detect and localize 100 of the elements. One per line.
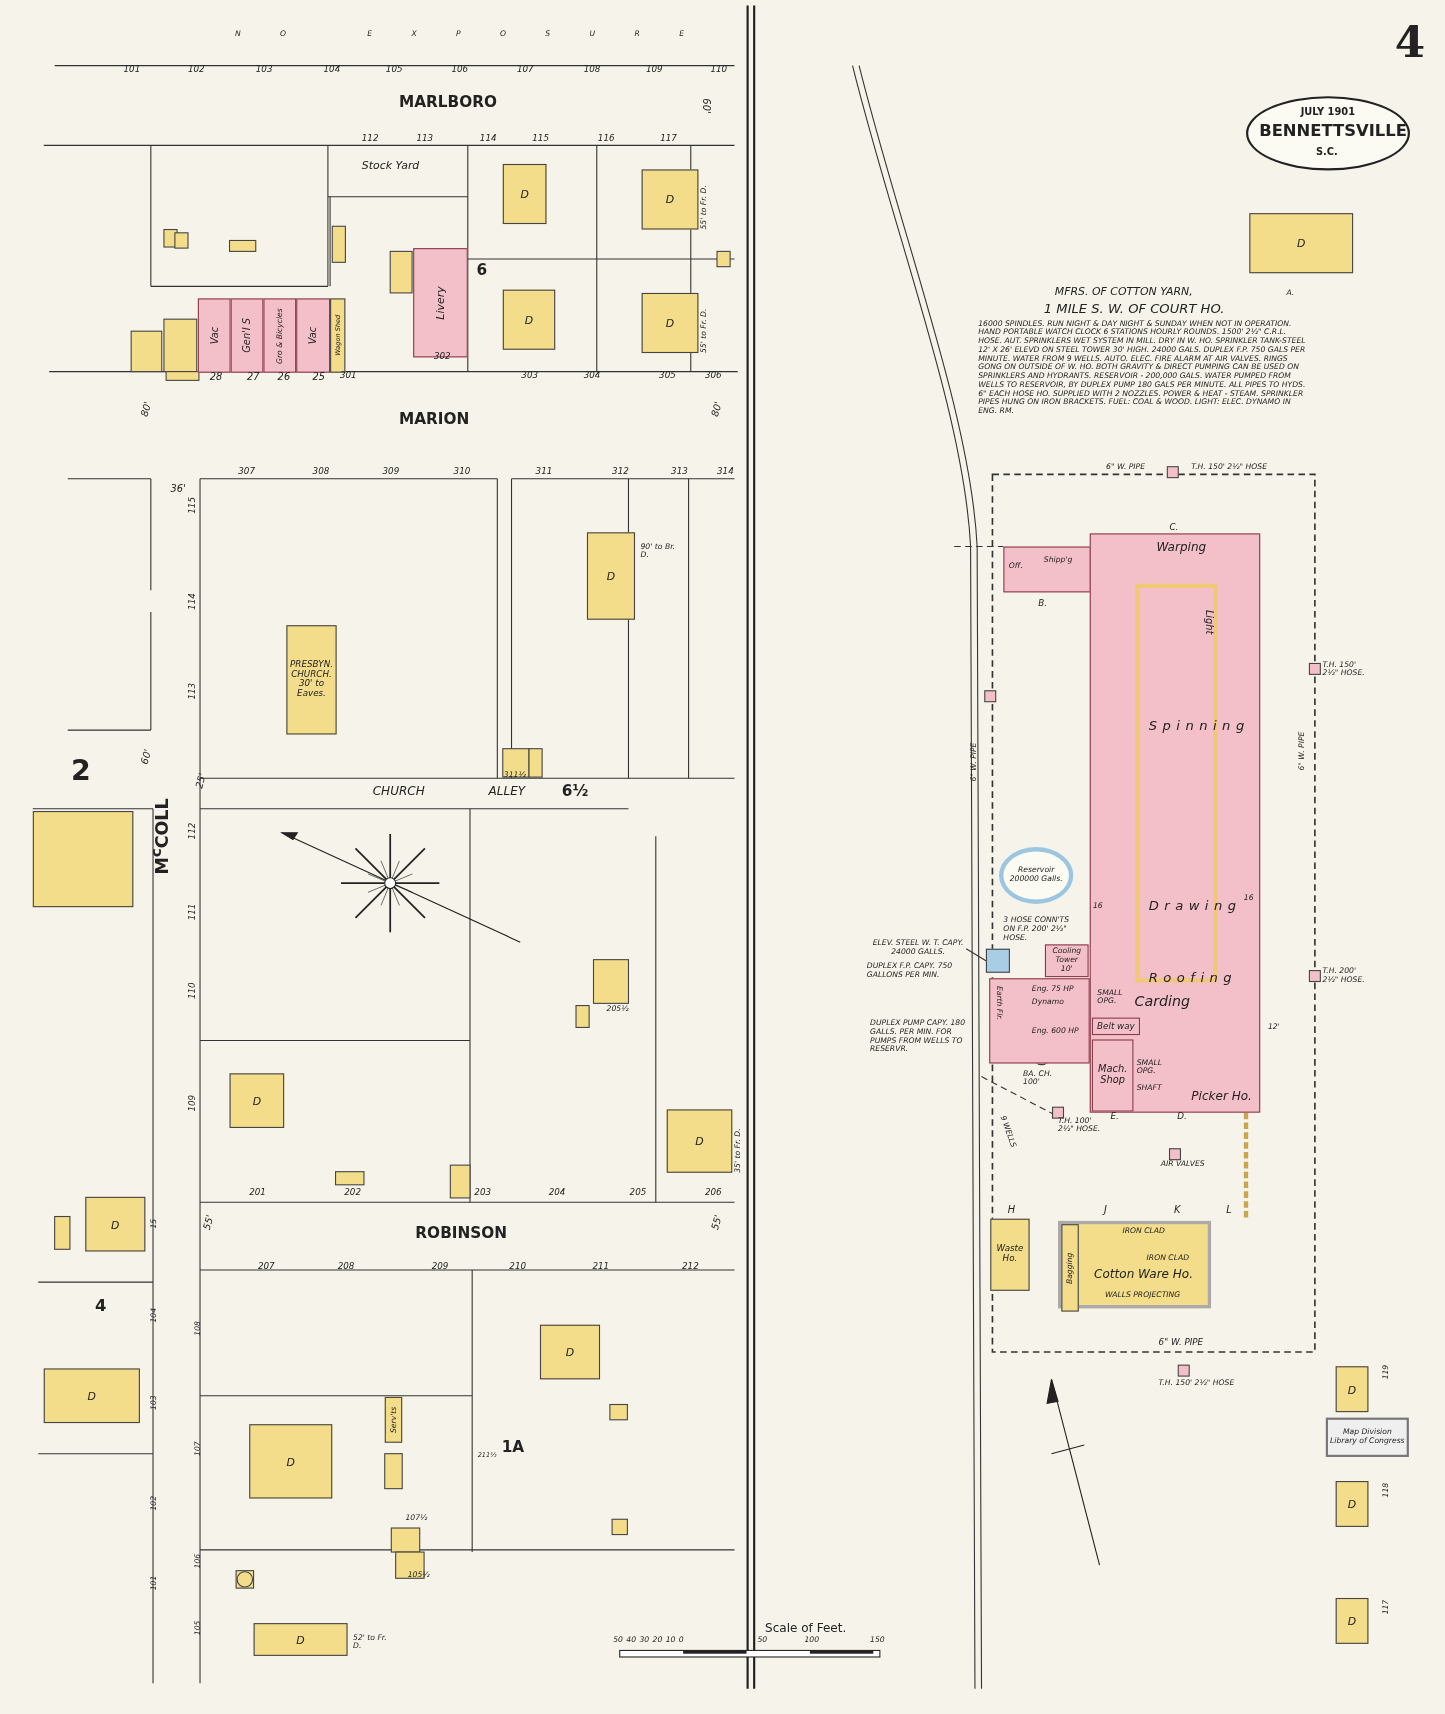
building-label: D (87, 1389, 96, 1402)
dwelling-block (1335, 1597, 1369, 1644)
building-label: D (1347, 1383, 1357, 1396)
dwelling-block (539, 1324, 601, 1380)
office-block (1003, 546, 1091, 593)
map-label: 25' (194, 772, 208, 790)
dwelling-block (85, 1196, 146, 1252)
map-label: 206 (705, 1188, 722, 1197)
building-label: Belt way (1097, 1021, 1135, 1032)
building-label: Carding (1134, 993, 1190, 1008)
map-label: 114 (188, 593, 197, 610)
church-block (286, 625, 337, 735)
map-label: D. (1177, 1112, 1187, 1122)
leader-line (965, 948, 987, 962)
map-label: 106 (451, 65, 469, 75)
map-label: 210 (509, 1262, 527, 1272)
building-label: D (296, 1633, 305, 1646)
block-number: 2 (71, 756, 91, 785)
building-label: Cotton Ware Ho. (1094, 1267, 1194, 1280)
building-label: D (665, 193, 675, 206)
building-label: D (520, 188, 529, 200)
map-label: 26 (277, 372, 291, 383)
map-label: 109 (188, 1094, 197, 1112)
building-label: D (695, 1135, 704, 1148)
map-label: 310 (453, 467, 471, 477)
dwelling-block (641, 169, 699, 230)
waste-house-block (990, 1218, 1030, 1291)
map-label: 201 (249, 1188, 266, 1197)
shop-block (1091, 1039, 1134, 1112)
store-block (263, 298, 297, 373)
cotton-warehouse (1058, 1220, 1212, 1309)
dwelling-block (1335, 1481, 1369, 1527)
map-label: 305 (659, 371, 676, 381)
dwelling-block (43, 1368, 140, 1424)
engine-room-block (989, 978, 1090, 1064)
map-label: E. (1110, 1112, 1119, 1122)
building-label: Livery (435, 286, 446, 320)
map-label: 207 (257, 1262, 275, 1272)
map-label: 60' (700, 98, 711, 114)
building-label: D (606, 570, 616, 582)
map-label: CHURCH (372, 784, 425, 797)
map-label: 107 (517, 65, 534, 75)
outbuilding-block (384, 1396, 403, 1443)
dwelling-block (641, 292, 699, 354)
building-label: D (524, 313, 534, 326)
map-label: 25 (312, 372, 326, 383)
map-label: 203 (474, 1188, 492, 1197)
map-label: 108 (583, 65, 601, 75)
building-label: Gen'l S (242, 318, 252, 353)
street-name: MARLBORO (398, 94, 497, 110)
building-label: Spinning (1148, 719, 1250, 733)
dwelling-block (229, 1073, 285, 1128)
building-label: Waste Ho. (995, 1245, 1025, 1265)
map-label: 307 (238, 467, 255, 477)
map-label: 6" W. PIPE (1158, 1338, 1204, 1348)
dwelling-block (502, 289, 556, 350)
street-name: ROBINSON (415, 1225, 508, 1241)
map-label: 28 (209, 372, 223, 383)
map-label: 60' (139, 748, 154, 766)
dwelling-block (666, 1109, 733, 1173)
store-block (230, 298, 264, 373)
map-label: 205 (629, 1188, 647, 1197)
map-label: 308 (312, 467, 330, 477)
map-label: 112 (361, 134, 379, 144)
dwelling-block (1249, 213, 1354, 274)
map-label: 55' (202, 1213, 216, 1232)
map-label: 304 (583, 371, 601, 381)
block-number: 4 (95, 1297, 107, 1314)
map-label: 27 (247, 372, 260, 383)
map-label: 204 (548, 1188, 566, 1197)
map-label: Stock Yard (361, 160, 420, 172)
building-label: 30' to Eaves. (296, 679, 327, 700)
map-label: 302 (433, 351, 451, 361)
building-label: S.C. (1315, 147, 1338, 158)
map-label: 211 (592, 1262, 610, 1272)
block-number: 6½ (561, 782, 589, 798)
building-block (32, 811, 134, 908)
building-label: D (1347, 1497, 1357, 1510)
building-label: JULY 1901 (1300, 107, 1355, 117)
building-label: Drawing (1148, 899, 1242, 913)
map-label: 208 (337, 1262, 355, 1272)
map-label: 80' (139, 400, 154, 418)
building-label: Light (1203, 609, 1214, 635)
map-label: 116 (597, 134, 615, 144)
water-tank-block (985, 948, 1010, 973)
map-label: 103 (255, 65, 273, 75)
building-label: D (286, 1455, 295, 1468)
cooling-tower-block (1044, 944, 1089, 978)
map-label: 115 (188, 497, 197, 514)
shed-block (330, 298, 346, 373)
map-label: 55' (710, 1213, 724, 1232)
building-label: BENNETTSVILLE (1259, 122, 1407, 139)
map-label: ALLEY (488, 784, 526, 797)
building-label: D (565, 1346, 575, 1359)
map-label: C. (1169, 523, 1179, 533)
bagging-block (1061, 1224, 1079, 1312)
dwelling-block (1335, 1366, 1369, 1413)
sheet-number: 4 (1394, 19, 1426, 64)
map-label: 105 (385, 65, 403, 75)
map-label: 311 (535, 467, 553, 477)
